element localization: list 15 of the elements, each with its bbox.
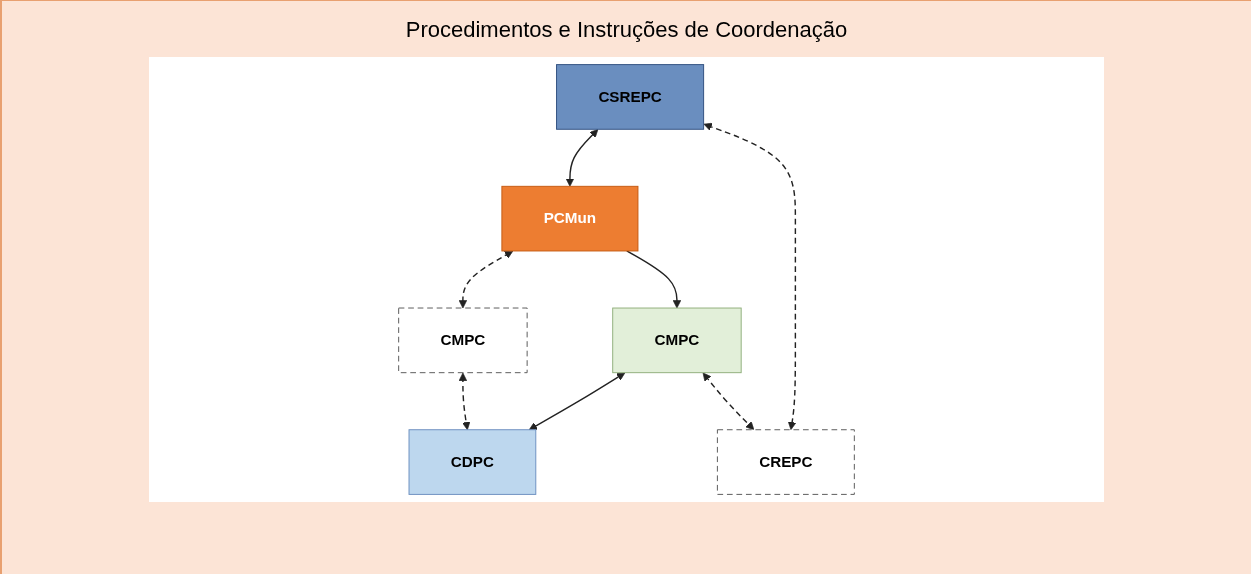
title: Procedimentos e Instruções de Coordenação [405,17,848,43]
arrow [626,250,682,309]
node-box [612,307,742,374]
arrow [703,122,797,431]
node-box [556,64,705,130]
arrow [702,372,755,431]
node-box [716,429,855,495]
node-box [408,429,537,495]
arrow [458,372,471,431]
node-box [501,185,639,252]
arrow [458,250,514,309]
arrow [528,372,626,431]
arrow [565,129,599,187]
node-box [398,307,528,374]
diagram-panel: PCMun CMPC CMPC CDPC CSREPC CREPC [149,57,1104,502]
